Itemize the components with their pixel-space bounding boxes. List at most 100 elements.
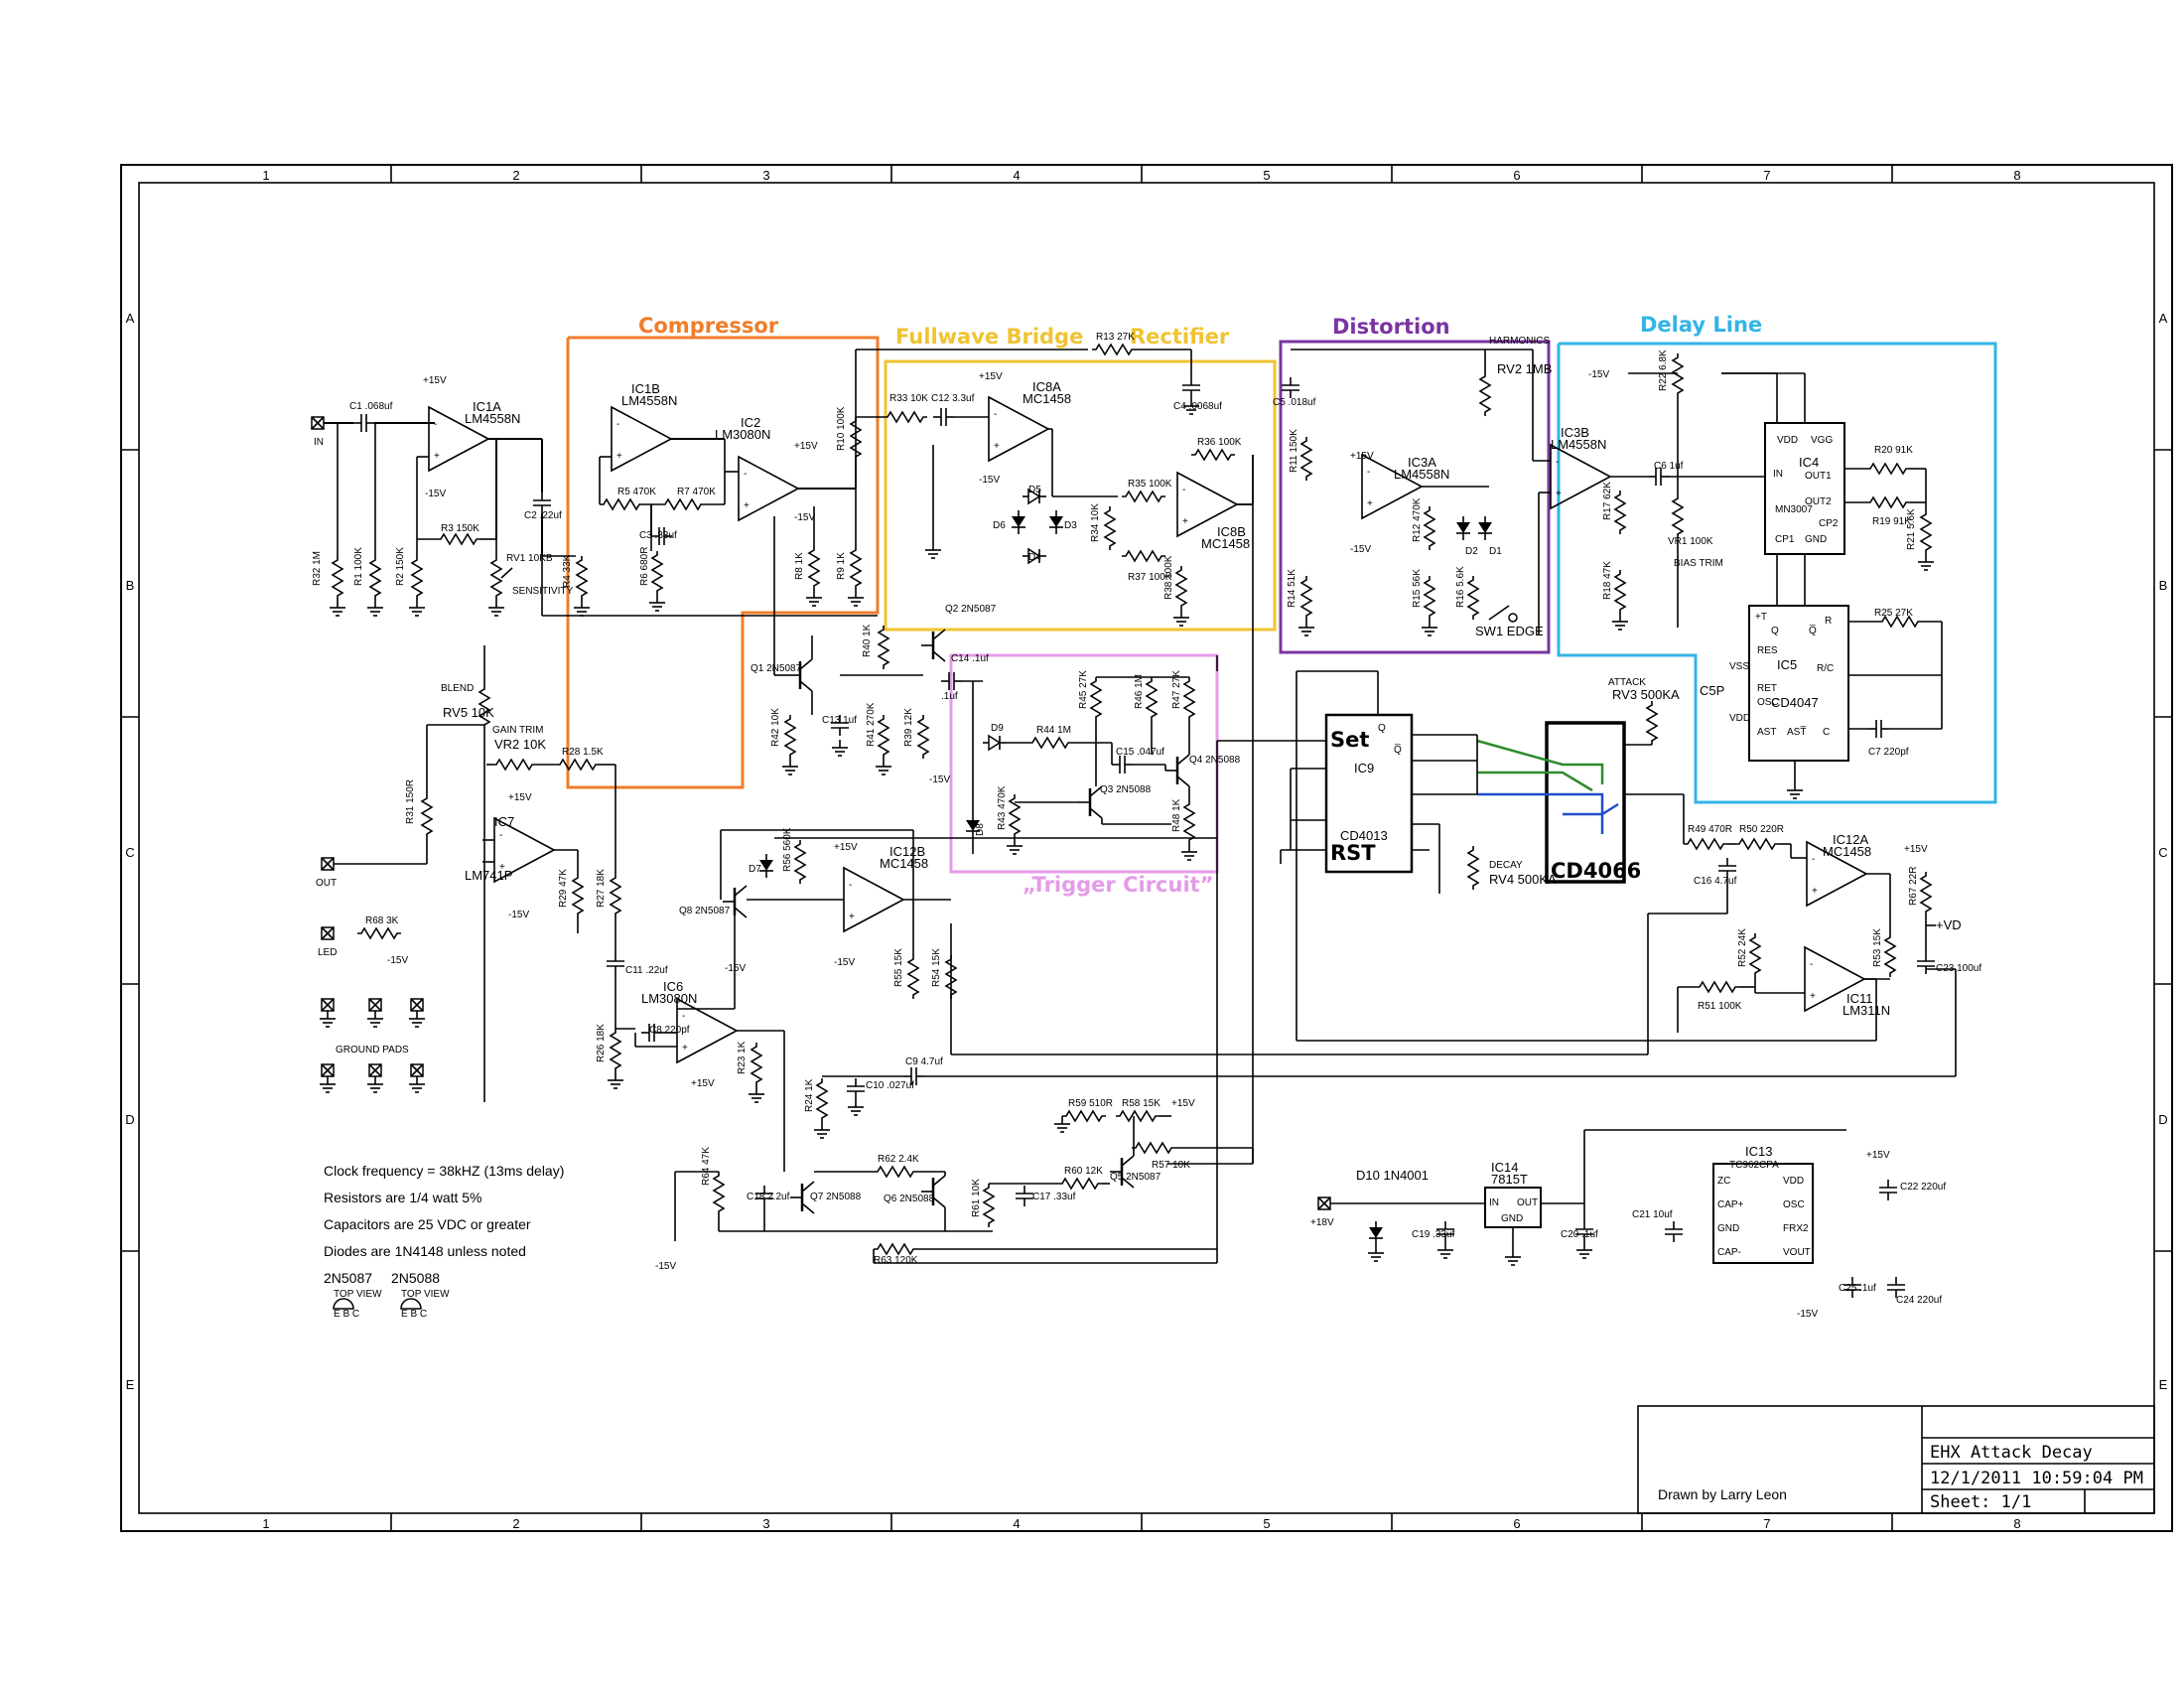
- note-clock: Clock frequency = 38kHZ (13ms delay): [324, 1163, 564, 1179]
- q6-label: Q6 2N5088: [884, 1194, 935, 1204]
- c16-label: C16 4.7uf: [1694, 876, 1737, 887]
- ic5-pin-qbar: Q̅: [1809, 625, 1817, 636]
- delay-vminus: -15V: [1588, 369, 1609, 380]
- ic13-rail-minus: -15V: [1797, 1309, 1818, 1320]
- r62-label: R62 2.4K: [878, 1154, 919, 1165]
- c4-label: C4 .0068uf: [1173, 401, 1222, 412]
- r34-label: R34 10K: [1090, 503, 1101, 542]
- svg-text:HARMONICS: HARMONICS: [1489, 336, 1550, 347]
- r53-label: R53 15K: [1872, 928, 1883, 967]
- rv4-label: RV4 500KA: [1489, 872, 1557, 887]
- zone-row-c-right: C: [2158, 845, 2167, 860]
- rectifier-title: Rectifier: [1130, 325, 1230, 349]
- c19-label: C19 .33uf: [1412, 1229, 1455, 1240]
- led-pad-label: LED: [318, 947, 337, 958]
- c9-label: C9 4.7uf: [905, 1056, 943, 1067]
- c10-label: C10 .027uf: [866, 1080, 914, 1091]
- ic4-pin-out1: OUT1: [1805, 471, 1832, 482]
- c14-label: C14 .1uf: [951, 653, 989, 664]
- vr2-label: VR2 10K: [494, 737, 546, 752]
- c1-label: C1 .068uf: [349, 401, 393, 412]
- zone-col-8-bottom: 8: [2013, 1516, 2020, 1531]
- ic9-pin-q: Q: [1378, 723, 1386, 734]
- ic5-pin-vdd: VDD: [1729, 713, 1750, 724]
- zone-row-e-right: E: [2159, 1377, 2168, 1392]
- ic5-part: CD4047: [1771, 695, 1819, 710]
- ic9-pin-qbar: Q̅: [1394, 744, 1402, 756]
- ic13-pin-gnd: GND: [1717, 1223, 1739, 1234]
- zone-col-1: 1: [262, 168, 269, 183]
- ic14-pin-in: IN: [1489, 1197, 1499, 1208]
- trigger-circuit: C14 .1uf .1uf D9 R44 1M D8 R43 470K R45 …: [940, 653, 1241, 861]
- c8-label: C8 220pf: [649, 1025, 690, 1036]
- ic5-pin-res: RES: [1757, 645, 1778, 656]
- ic13-pin-vdd: VDD: [1783, 1176, 1804, 1187]
- ic1a-vminus: -15V: [425, 489, 446, 499]
- ic13-pin-osc: OSC: [1783, 1199, 1805, 1210]
- r38-label: R38 100K: [1163, 555, 1174, 600]
- distortion-circuit: C5 .018uf R11 150K R14 51K IC3A LM4558N …: [1273, 336, 1552, 638]
- power-supply: +18V D10 1N4001 C19 .33uf IC14 7815T IN …: [1310, 1129, 1946, 1320]
- r61-label: R61 10K: [971, 1179, 982, 1217]
- c17-label: C17 .33uf: [1032, 1192, 1076, 1202]
- zone-row-d-right: D: [2158, 1112, 2167, 1127]
- r54-label: R54 15K: [931, 948, 942, 987]
- ic5-pin-r: R: [1825, 616, 1832, 627]
- r40-label: R40 1K: [862, 624, 873, 657]
- r41-label: R41 270K: [866, 702, 877, 747]
- zone-col-7-bottom: 7: [1763, 1516, 1770, 1531]
- ic13-pin-zc: ZC: [1717, 1176, 1730, 1187]
- r48-label: R48 1K: [1171, 798, 1182, 832]
- r37-label: R37 100K: [1128, 572, 1172, 583]
- ic9-ref: IC9: [1354, 761, 1374, 775]
- ic5-ref: IC5: [1777, 657, 1797, 672]
- r27-label: R27 18K: [596, 869, 607, 908]
- r7-label: R7 470K: [677, 487, 716, 497]
- ic5-pin-rc: R/C: [1817, 663, 1834, 674]
- ic8a-vplus: +15V: [979, 371, 1003, 382]
- r29-label: R29 47K: [558, 869, 569, 908]
- note-capacitors: Capacitors are 25 VDC or greater: [324, 1216, 531, 1232]
- zone-col-7: 7: [1763, 168, 1770, 183]
- r15-label: R15 56K: [1412, 569, 1423, 608]
- pinout-2n5088-label: 2N5088: [391, 1270, 440, 1286]
- ic4-pin-vdd: VDD: [1777, 435, 1798, 446]
- r58-label: R58 15K: [1122, 1098, 1160, 1109]
- zone-col-4-bottom: 4: [1013, 1516, 1020, 1531]
- r23-label: R23 1K: [737, 1041, 748, 1074]
- r36-label: R36 100K: [1197, 437, 1242, 448]
- ic11-part: LM311N: [1843, 1003, 1890, 1018]
- ic4-part: MN3007: [1775, 504, 1813, 515]
- rv1-label: RV1 10KB: [506, 553, 553, 564]
- zone-row-d: D: [125, 1112, 134, 1127]
- r59-label: R59 510R: [1068, 1098, 1113, 1109]
- ic8b-part: MC1458: [1201, 536, 1250, 551]
- zone-col-4: 4: [1013, 168, 1020, 183]
- ic4-pin-cp1: CP1: [1775, 534, 1795, 545]
- r22-label: R22 6.8K: [1658, 350, 1669, 391]
- c2-label: C2 .22uf: [524, 510, 562, 521]
- compressor-title: Compressor: [638, 314, 779, 338]
- svg-text:TOP VIEW: TOP VIEW: [401, 1289, 450, 1300]
- ic14-ref: IC14: [1491, 1160, 1518, 1175]
- ic14-part: 7815T: [1491, 1172, 1528, 1187]
- ic13-body: [1712, 1163, 1814, 1264]
- drawing-title: EHX Attack Decay: [1930, 1443, 2093, 1463]
- ic14-pin-out: OUT: [1517, 1197, 1538, 1208]
- ic4-pin-out2: OUT2: [1805, 496, 1832, 507]
- r14-label: R14 51K: [1287, 569, 1297, 608]
- r20-label: R20 91K: [1874, 445, 1913, 456]
- r35-label: R35 100K: [1128, 479, 1172, 490]
- c3-label: C3 .33uf: [639, 530, 677, 541]
- ic3a-ref: IC3A: [1408, 455, 1436, 470]
- ic9-pin-set: Set: [1330, 728, 1369, 752]
- c6-label: C6 1uf: [1654, 461, 1684, 472]
- input-stage: IN C1 .068uf R32 1M R1 100K IC1A LM4558N…: [311, 375, 591, 617]
- ic5-pin-ast: AST: [1757, 727, 1776, 738]
- ic7-vplus: +15V: [508, 792, 532, 803]
- svg-text:TOP VIEW: TOP VIEW: [334, 1289, 382, 1300]
- ic12a-ref: IC12A: [1833, 832, 1868, 847]
- note-diodes: Diodes are 1N4148 unless noted: [324, 1243, 526, 1259]
- zone-col-2: 2: [512, 168, 519, 183]
- ic12b-vplus: +15V: [834, 842, 858, 853]
